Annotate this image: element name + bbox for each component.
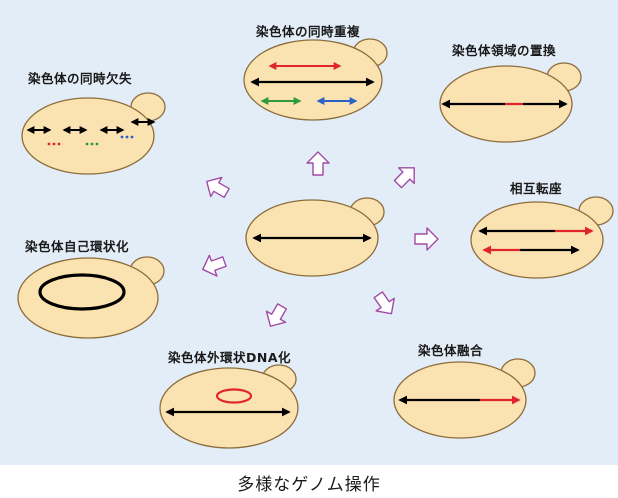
genome-manipulation-diagram [17,38,614,449]
hollow-arrow-icon [389,159,423,193]
hollow-arrow-icon [306,151,330,176]
hollow-arrow-icon [198,250,229,281]
label-reciprocal-translocation: 相互転座 [510,181,563,196]
cell-simultaneous-duplication [243,38,388,121]
label-simultaneous-loss: 染色体の同時欠失 [28,71,133,86]
hollow-arrow-icon [414,227,439,251]
label-simultaneous-duplication: 染色体の同時重複 [256,24,361,39]
cell-simultaneous-loss [21,92,166,175]
label-region-replacement: 染色体領域の置換 [452,43,557,58]
hollow-arrow-icon [368,287,402,321]
cell-circularization [17,256,165,339]
figure-caption: 多様なゲノム操作 [237,475,381,495]
label-circularization: 染色体自己環状化 [25,239,130,254]
cell-region-replacement [439,62,582,143]
circular-chromosome [38,273,126,311]
cell-center [245,197,385,277]
cell-fusion [393,358,536,439]
hollow-arrow-icon [260,300,293,333]
hollow-arrow-icon [200,171,233,204]
cell-extrachromosomal-circular-dna [159,364,299,449]
label-extrachromosomal-circular-dna: 染色体外環状DNA化 [168,350,292,365]
cell-reciprocal-translocation [470,196,614,279]
label-fusion: 染色体融合 [418,343,484,358]
